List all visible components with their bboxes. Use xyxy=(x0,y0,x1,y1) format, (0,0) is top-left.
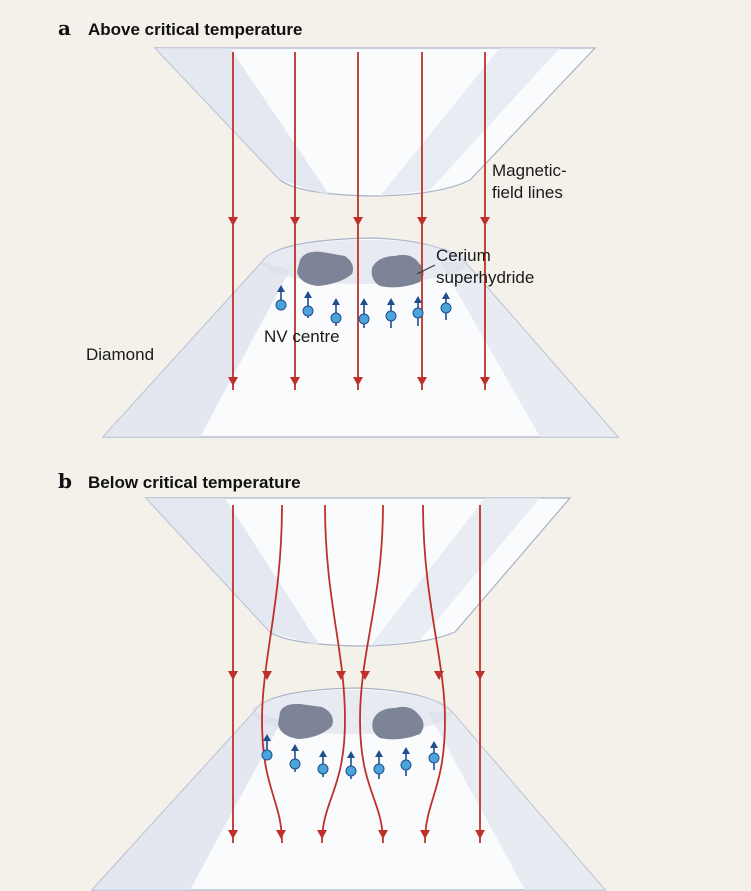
cerium-superhydride-sample-a1 xyxy=(297,251,354,286)
nv-centres-a xyxy=(275,285,452,328)
field-line-arrows-a xyxy=(228,217,490,386)
cerium-superhydride-sample-a2 xyxy=(371,254,424,288)
top-diamond-anvil-b xyxy=(144,497,572,647)
nv-centre xyxy=(345,751,357,779)
nv-centre xyxy=(400,747,412,776)
panel-b-letter: b xyxy=(58,469,72,493)
nv-centre xyxy=(412,296,424,326)
nv-centre xyxy=(440,292,452,320)
field-line xyxy=(359,504,384,844)
nv-centre xyxy=(261,734,273,761)
nv-centre xyxy=(385,298,397,328)
field-line xyxy=(261,504,283,844)
panel-a-title: Above critical temperature xyxy=(88,20,302,39)
nv-centres-b xyxy=(261,734,440,779)
panel-a-letter: a xyxy=(58,16,71,40)
sample-label-line-1: Cerium xyxy=(436,246,491,265)
cerium-superhydride-sample-b2 xyxy=(372,706,424,740)
field-line xyxy=(422,504,446,844)
field-line xyxy=(321,504,346,844)
nv-centre xyxy=(289,744,301,772)
cerium-superhydride-sample-b1 xyxy=(278,703,333,739)
panel-b-title: Below critical temperature xyxy=(88,473,301,492)
sample-leader-line xyxy=(416,264,436,275)
diamond-label: Diamond xyxy=(86,345,154,364)
nv-centre xyxy=(358,298,370,328)
field-lines-label-line-2: field lines xyxy=(492,183,563,202)
field-lines-label-line-1: Magnetic- xyxy=(492,161,567,180)
nv-centre xyxy=(330,298,342,326)
field-line-arrows-b xyxy=(228,671,485,839)
panel-b: b Below critical temperature xyxy=(58,469,607,891)
bottom-diamond-anvil-b xyxy=(90,687,607,891)
nv-centre-label: NV centre xyxy=(264,327,340,346)
panel-a: a Above critical temperature xyxy=(58,16,620,438)
nv-centre xyxy=(317,750,329,777)
nv-centre xyxy=(428,741,440,770)
sample-label-line-2: superhydride xyxy=(436,268,534,287)
magnetic-field-lines-b xyxy=(232,504,481,844)
nv-centre xyxy=(302,291,314,318)
bottom-diamond-anvil-a xyxy=(101,237,620,438)
nv-centre xyxy=(373,750,385,779)
nv-centre xyxy=(275,285,287,311)
